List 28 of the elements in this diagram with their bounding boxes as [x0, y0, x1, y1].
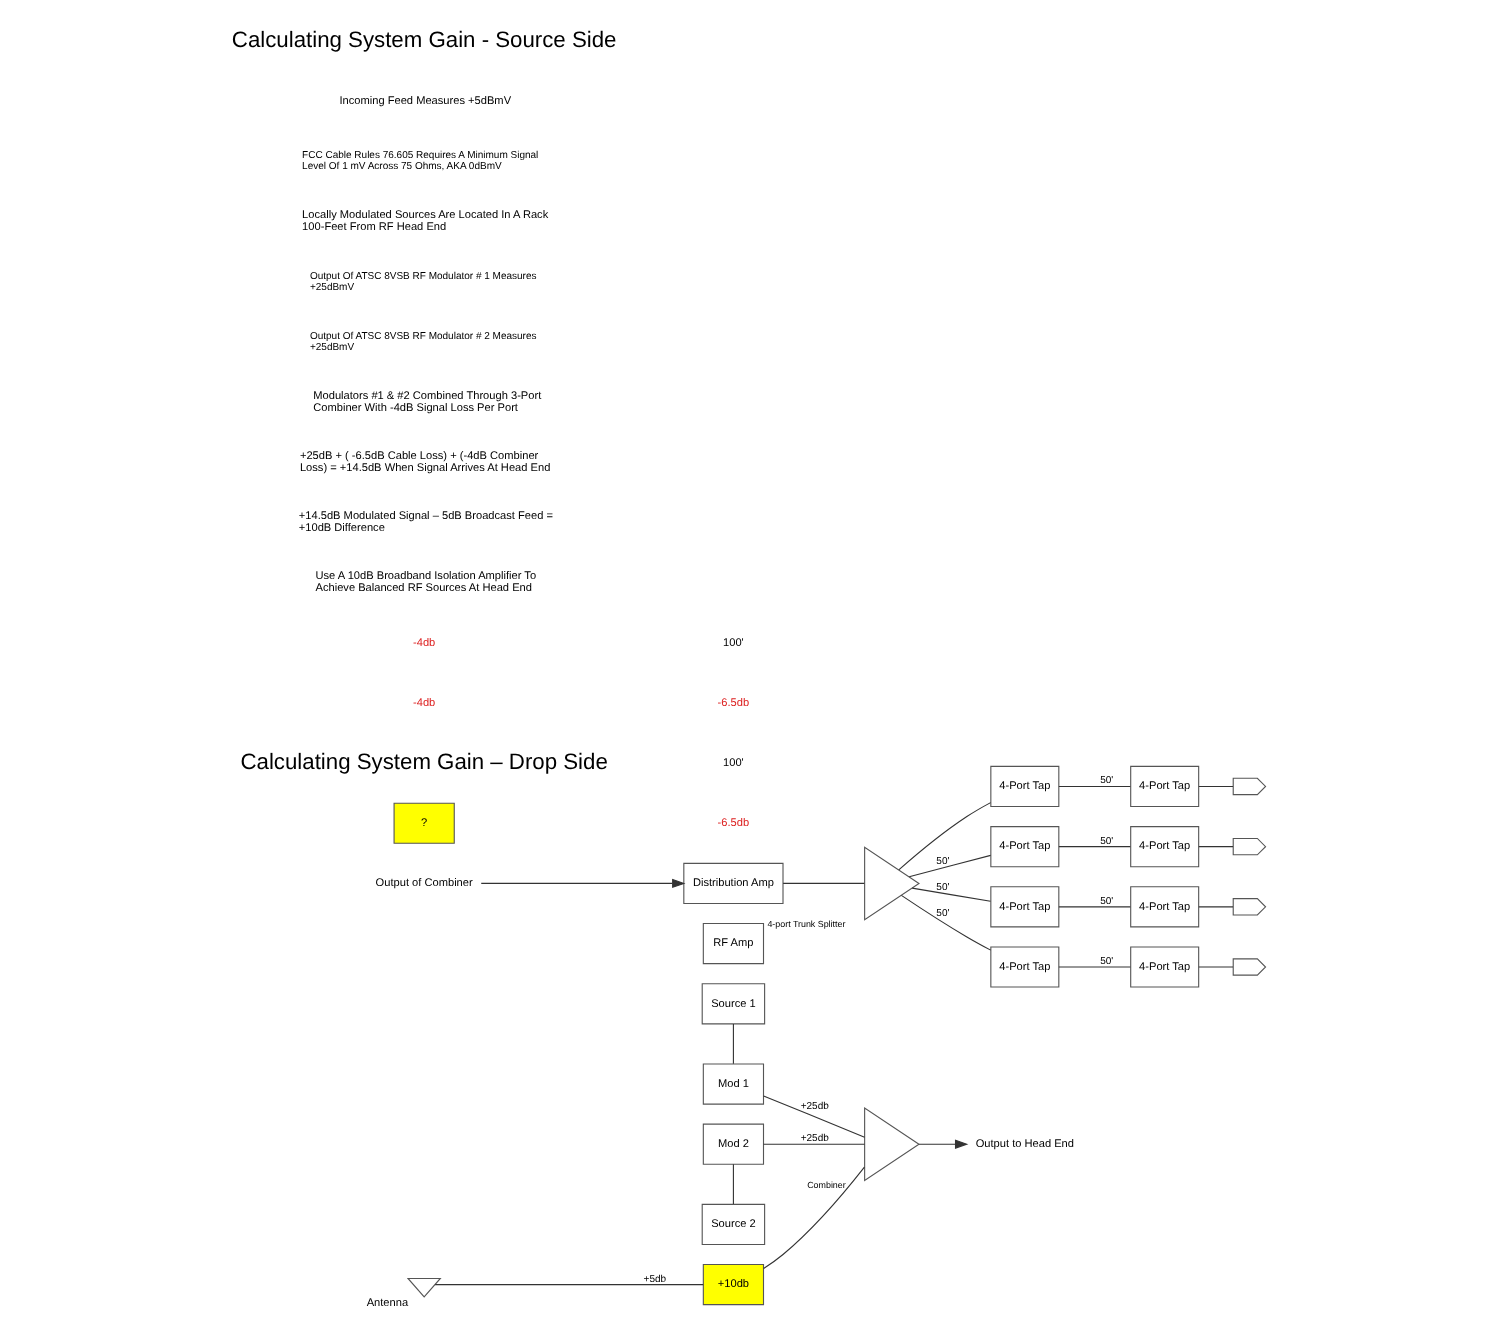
- connector: [781, 882, 864, 884]
- node-resistor: [1231, 837, 1266, 856]
- connector: [897, 802, 991, 871]
- node-resistor: [1231, 777, 1266, 796]
- connector: [1057, 906, 1130, 908]
- connector: [731, 1023, 733, 1065]
- connector: [899, 894, 991, 951]
- connector: [907, 854, 991, 878]
- connector: [1057, 966, 1130, 968]
- connector: [910, 887, 991, 902]
- connector: [1057, 846, 1130, 848]
- connector: [1197, 846, 1233, 848]
- label: Calculating System Gain – Drop Side: [239, 750, 607, 775]
- label: Calculating System Gain - Source Side: [230, 28, 616, 53]
- connector: [762, 1166, 864, 1269]
- connector: [762, 1143, 865, 1145]
- connector: [1197, 906, 1233, 908]
- connector: [1057, 785, 1130, 788]
- connector: [762, 1095, 865, 1138]
- arrow: [917, 1139, 968, 1149]
- node-antenna: [405, 1277, 441, 1298]
- node-resistor: [1231, 958, 1266, 976]
- node-resistor: [1231, 898, 1266, 916]
- connector: [433, 1284, 703, 1286]
- connector: [1197, 785, 1233, 788]
- arrow: [479, 878, 685, 889]
- connector: [731, 1163, 733, 1205]
- connector: [1197, 966, 1233, 968]
